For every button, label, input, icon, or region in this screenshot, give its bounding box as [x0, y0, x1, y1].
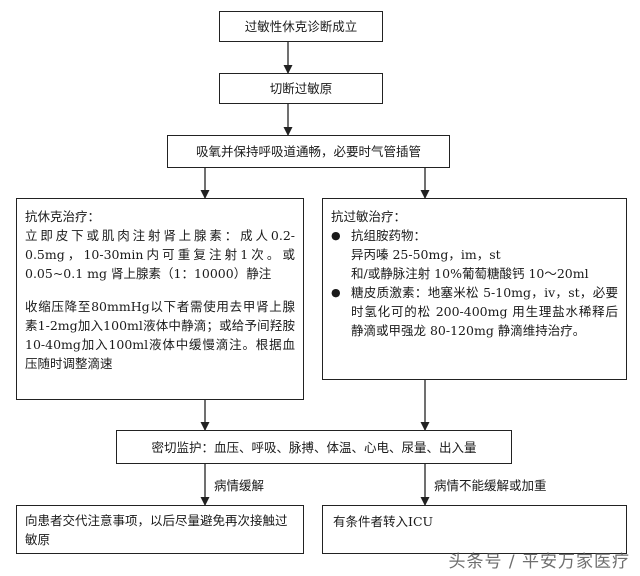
- edge-label-relieved: 病情缓解: [214, 478, 265, 493]
- node-diagnosis: 过敏性休克诊断成立: [219, 11, 383, 42]
- node-oxygen: 吸氧并保持呼吸道通畅，必要时气管插管: [167, 135, 450, 168]
- node-diagnosis-label: 过敏性休克诊断成立: [244, 19, 358, 34]
- antihistamine-title: 抗组胺药物：: [351, 228, 427, 243]
- anti-shock-title: 抗休克治疗：: [25, 209, 101, 224]
- anti-allergy-bullet-antihistamine: ● 抗组胺药物： 异丙嗪 25-50mg，im，st 和/或静脉注射 10%葡萄…: [331, 226, 618, 283]
- anti-shock-paragraph-2: 收缩压降至80mmHg以下者需使用去甲肾上腺素1-2mg加入100ml液体中静滴…: [25, 299, 295, 371]
- node-cut-allergen: 切断过敏原: [219, 73, 383, 104]
- antihistamine-line-1: 异丙嗪 25-50mg，im，st: [351, 247, 501, 262]
- node-monitor: 密切监护：血压、呼吸、脉搏、体温、心电、尿量、出入量: [116, 430, 512, 464]
- node-anti-allergy: 抗过敏治疗： ● 抗组胺药物： 异丙嗪 25-50mg，im，st 和/或静脉注…: [322, 198, 627, 380]
- node-monitor-label: 密切监护：血压、呼吸、脉搏、体温、心电、尿量、出入量: [151, 439, 477, 455]
- node-cut-allergen-label: 切断过敏原: [269, 81, 333, 96]
- node-oxygen-label: 吸氧并保持呼吸道通畅，必要时气管插管: [195, 144, 421, 159]
- node-anti-shock: 抗休克治疗： 立即皮下或肌肉注射肾上腺素：成人0.2-0.5mg，10-30mi…: [16, 198, 304, 400]
- anti-allergy-bullet-glucocorticoid: ● 糖皮质激素：地塞米松 5-10mg，iv，st，必要时氢化可的松 200-4…: [331, 283, 618, 340]
- anti-shock-spacer: [25, 283, 295, 297]
- watermark: 头条号 / 平安万家医疗: [448, 552, 630, 572]
- bullet-icon: ●: [331, 229, 341, 242]
- node-icu: 有条件者转入ICU: [322, 505, 627, 554]
- node-icu-label: 有条件者转入ICU: [333, 514, 434, 529]
- bullet-icon: ●: [331, 286, 341, 299]
- anti-allergy-title: 抗过敏治疗：: [331, 209, 407, 224]
- edge-label-not-relieved: 病情不能缓解或加重: [434, 478, 547, 493]
- glucocorticoid-text: 糖皮质激素：地塞米松 5-10mg，iv，st，必要时氢化可的松 200-400…: [351, 285, 618, 338]
- node-advise: 向患者交代注意事项，以后尽量避免再次接触过敏原: [16, 505, 304, 554]
- antihistamine-line-2: 和/或静脉注射 10%葡萄糖酸钙 10～20ml: [351, 266, 589, 281]
- node-advise-label: 向患者交代注意事项，以后尽量避免再次接触过敏原: [25, 512, 288, 547]
- anti-shock-paragraph-1: 立即皮下或肌肉注射肾上腺素：成人0.2-0.5mg，10-30min内可重复注射…: [25, 228, 295, 281]
